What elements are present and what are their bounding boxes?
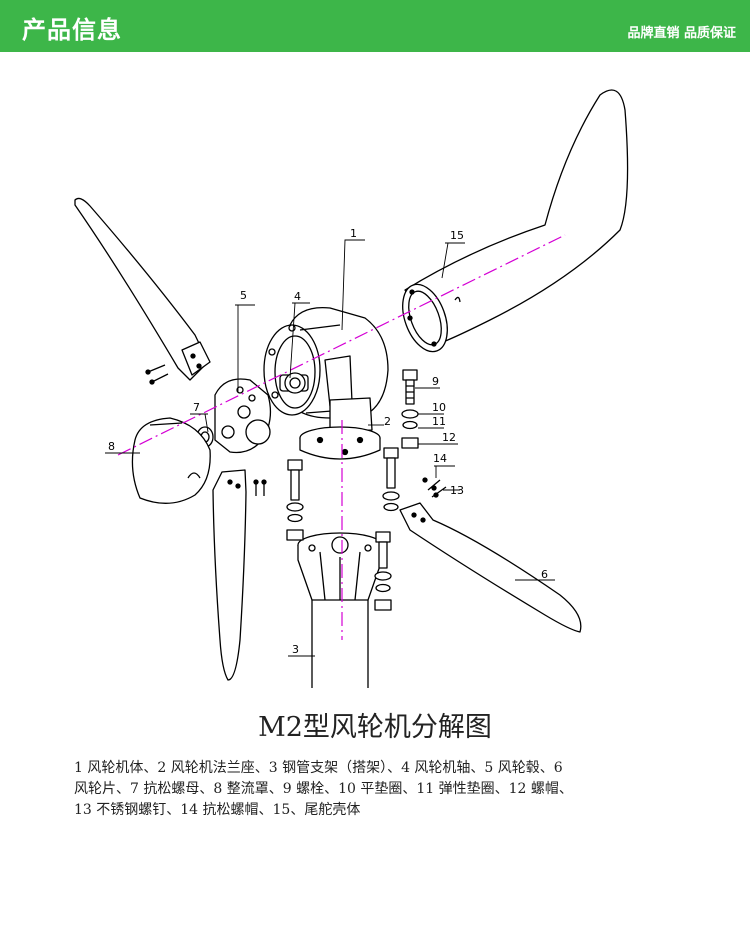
part-label-14: 14 <box>433 452 447 465</box>
legend-line-1: 1 风轮机体、2 风轮机法兰座、3 钢管支架（搭架）、4 风轮机轴、5 风轮毂、… <box>74 760 563 776</box>
part-label-5: 5 <box>240 289 247 302</box>
part-label-6: 6 <box>541 568 548 581</box>
legend-line-2: 风轮片、7 抗松螺母、8 整流罩、9 螺栓、10 平垫圈、11 弹性垫圈、12 … <box>74 781 573 797</box>
rotor-blade-right <box>399 502 582 633</box>
tail-vane-shell <box>402 89 629 353</box>
part-label-8: 8 <box>108 440 115 453</box>
nut-12 <box>401 437 419 449</box>
exploded-view-diagram: 1 2 3 4 5 6 7 8 9 10 11 12 13 14 15 <box>74 89 629 688</box>
spring-washer-11 <box>402 420 418 430</box>
generator-shaft <box>279 372 309 394</box>
header-bar: 产品信息 品牌直销 品质保证 <box>0 0 750 52</box>
steel-tube-support <box>297 532 383 688</box>
part-label-12: 12 <box>442 431 456 444</box>
part-label-2: 2 <box>384 415 391 428</box>
rotor-hub <box>214 378 272 454</box>
part-label-10: 10 <box>432 401 446 414</box>
part-label-4: 4 <box>294 290 301 303</box>
part-label-3: 3 <box>292 643 299 656</box>
part-label-1: 1 <box>350 227 357 240</box>
bolt-right-upper <box>382 447 400 512</box>
part-label-7: 7 <box>193 401 200 414</box>
part-label-9: 9 <box>432 375 439 388</box>
header-slogan: 品牌直销 品质保证 <box>627 26 736 41</box>
part-label-11: 11 <box>432 415 446 428</box>
bolt-9 <box>402 369 418 405</box>
bolt-right-lower <box>374 531 392 611</box>
flange-seat <box>299 397 381 460</box>
part-label-15: 15 <box>450 229 464 242</box>
part-label-13: 13 <box>450 484 464 497</box>
parts-legend: 1 风轮机体、2 风轮机法兰座、3 钢管支架（搭架）、4 风轮机轴、5 风轮毂、… <box>74 758 694 821</box>
legend-line-3: 13 不锈钢螺钉、14 抗松螺帽、15、尾舵壳体 <box>74 802 361 818</box>
nose-cone <box>131 417 211 504</box>
rotor-blade-lower <box>212 469 247 681</box>
diagram-caption: M2型风轮机分解图 <box>258 712 492 743</box>
small-screws <box>145 364 447 498</box>
assembly-axis-horizontal <box>117 234 566 456</box>
rotor-blade-upper <box>74 197 211 381</box>
header-title: 产品信息 <box>22 16 122 44</box>
bolt-left <box>286 459 304 541</box>
flat-washer-10 <box>401 409 419 419</box>
